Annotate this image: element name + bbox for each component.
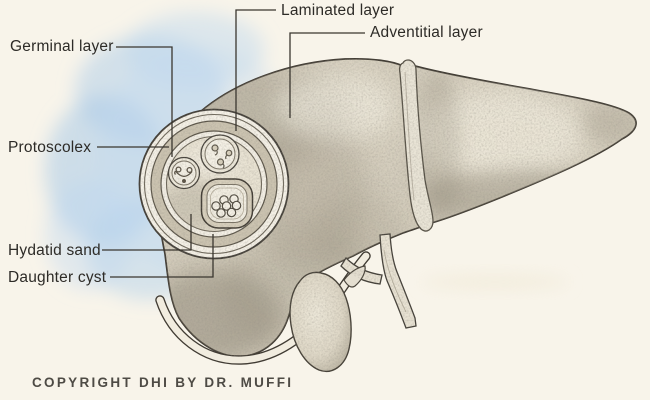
copyright-text: COPYRIGHT DHI BY DR. MUFFI <box>32 375 294 390</box>
label-daughter-cyst: Daughter cyst <box>8 269 107 286</box>
label-laminated-layer: Laminated layer <box>281 2 395 19</box>
label-adventitial-layer: Adventitial layer <box>370 24 483 41</box>
leader-adventitial-layer <box>289 32 365 118</box>
leader-daughter-cyst <box>110 234 214 278</box>
label-germinal-layer: Germinal layer <box>10 38 114 55</box>
paper-smudge <box>420 274 570 290</box>
leader-lines <box>97 9 365 278</box>
label-hydatid-sand: Hydatid sand <box>8 242 101 259</box>
leader-germinal-layer <box>116 46 173 157</box>
label-protoscolex: Protoscolex <box>8 139 92 156</box>
leader-laminated-layer <box>235 9 276 131</box>
leader-hydatid-sand <box>102 214 192 251</box>
